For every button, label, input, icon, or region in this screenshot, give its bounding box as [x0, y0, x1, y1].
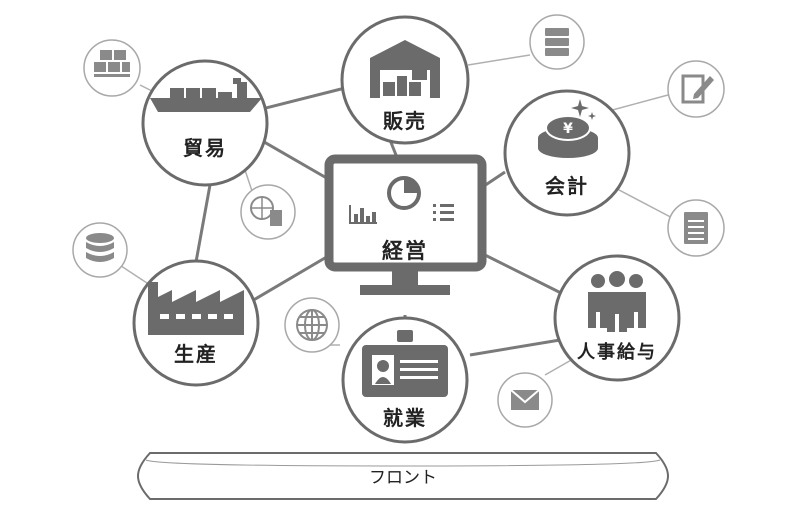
satellite-shipping-containers	[83, 39, 141, 97]
monitor-neck	[392, 270, 418, 285]
cargo-ship-icon	[150, 78, 262, 112]
document-icon	[684, 212, 708, 244]
shipping-containers-icon	[94, 50, 130, 77]
satellite-database	[72, 222, 128, 278]
monitor-screen	[324, 154, 487, 272]
id-card-icon	[362, 330, 448, 397]
node-label-jinji: 人事給与	[577, 341, 657, 363]
node-label-keiei: 経営	[382, 239, 428, 263]
satellite-edit-document	[667, 60, 725, 118]
list-icon	[433, 204, 454, 221]
front-label: フロント	[369, 468, 437, 488]
server-icon	[545, 28, 569, 56]
node-label-shugyo: 就業	[383, 406, 427, 430]
satellite-globe-document	[240, 184, 296, 240]
bar-chart-icon	[349, 205, 377, 224]
node-shugyo: 就業	[341, 316, 469, 444]
node-label-boueki: 貿易	[183, 136, 227, 160]
node-keiei: 経営	[324, 154, 487, 295]
node-hanbai: 販売	[340, 15, 470, 145]
warehouse-icon	[370, 40, 440, 98]
people-group-icon	[588, 271, 646, 332]
edit-document-icon	[681, 74, 714, 104]
svg-text:¥: ¥	[563, 121, 573, 137]
satellite-document	[667, 199, 725, 257]
monitor-stand	[360, 285, 450, 295]
database-icon	[86, 233, 114, 262]
mail-icon	[510, 389, 540, 410]
node-label-hanbai: 販売	[383, 109, 427, 133]
connector-seisan	[244, 253, 331, 307]
node-label-kaikei: 会計	[545, 174, 589, 198]
globe-icon	[296, 309, 328, 341]
front-bar: フロント	[136, 452, 670, 500]
pie-chart-icon	[387, 176, 421, 210]
connector-boueki-seisan	[194, 184, 212, 263]
node-boueki: 貿易	[141, 59, 269, 187]
satellite-server	[529, 14, 585, 70]
node-seisan: 生産	[132, 259, 260, 387]
node-jinji: 人事給与	[553, 254, 681, 382]
node-label-seisan: 生産	[174, 342, 218, 366]
satellite-globe	[284, 297, 340, 353]
node-kaikei: ¥ 会計	[503, 89, 631, 217]
factory-icon	[148, 282, 244, 335]
globe-document-icon	[250, 196, 282, 226]
yen-coins-icon: ¥	[538, 99, 598, 158]
connector-shugyo-jinji	[469, 338, 561, 357]
satellite-mail	[497, 372, 553, 428]
